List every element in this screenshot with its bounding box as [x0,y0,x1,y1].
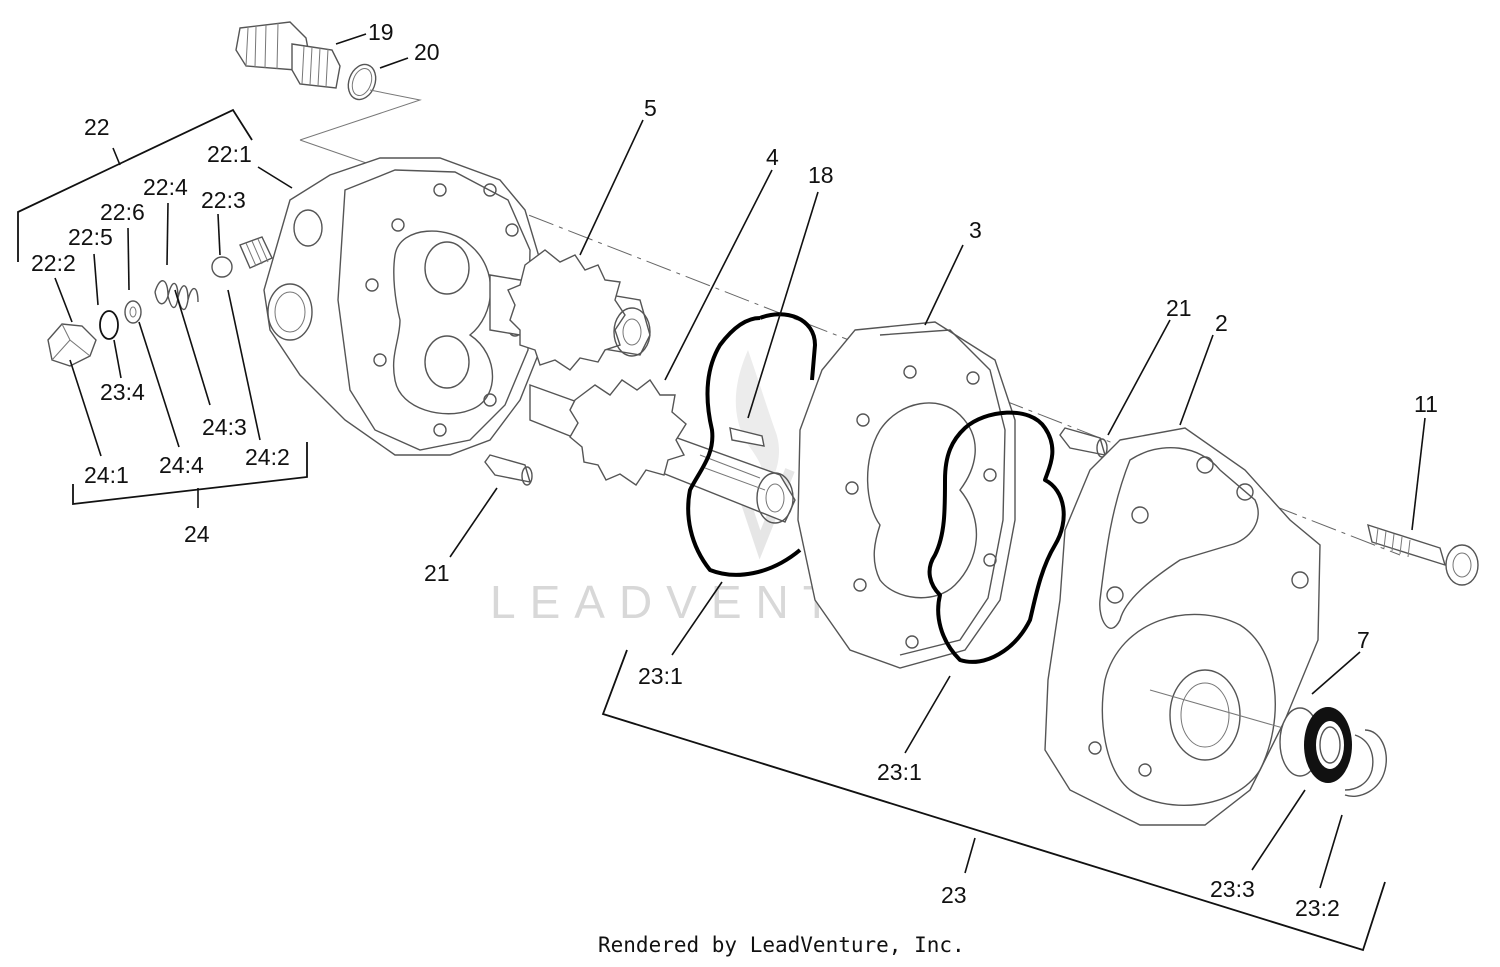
label-23-4: 23:4 [100,379,145,405]
shaft-seal-7 [1279,707,1352,783]
label-23: 23 [941,882,967,908]
label-22-4: 22:4 [143,174,188,200]
label-11: 11 [1414,391,1438,417]
label-7: 7 [1357,627,1370,653]
label-21-left: 21 [424,560,450,586]
label-19: 19 [368,19,394,45]
label-22: 22 [84,114,110,140]
label-24-3: 24:3 [202,414,247,440]
label-5: 5 [644,95,657,121]
label-24-2: 24:2 [245,444,290,470]
gear-body-3 [797,321,1016,669]
footer-credit: Rendered by LeadVenture, Inc. [598,933,965,957]
label-23-3: 23:3 [1210,876,1255,902]
bracket-22 [17,108,253,262]
bolt-11 [1367,523,1479,586]
label-22-2: 22:2 [31,250,76,276]
front-cover-2 [1044,427,1321,826]
bracket-23 [601,649,1386,952]
label-20: 20 [414,39,440,65]
label-23-2: 23:2 [1295,895,1340,921]
label-23-1-right: 23:1 [877,759,922,785]
label-4: 4 [766,144,779,170]
label-3: 3 [969,217,982,243]
label-22-5: 22:5 [68,224,113,250]
gasket-23-1-left [686,312,817,577]
key-18 [729,427,765,447]
spring-22-4 [154,280,199,303]
relief-valve-parts [47,236,273,367]
driven-gear-4 [529,378,796,524]
retaining-ring-23-2 [1344,729,1387,797]
label-18: 18 [808,162,834,188]
o-ring-20 [347,63,377,101]
brackets [17,108,1386,952]
label-23-1-left: 23:1 [638,663,683,689]
label-24-1: 24:1 [84,462,129,488]
label-21-right: 21 [1166,295,1192,321]
fitting-19 [235,21,341,89]
label-2: 2 [1215,310,1228,336]
label-24-4: 24:4 [159,452,204,478]
leader-lines [54,33,1426,889]
valve-plug-22-3 [239,236,273,269]
dowel-pin-21-left [484,454,533,486]
gasket-23-1-right [927,410,1066,664]
label-24: 24 [184,521,210,547]
hex-plug-22-2 [47,323,97,367]
part-labels: 19 20 22 22:1 22:4 22:3 22:6 22:5 22:2 2… [31,19,1438,921]
bracket-24 [72,442,308,506]
label-22-6: 22:6 [100,199,145,225]
dowel-pin-21-right [1059,427,1108,458]
label-22-1: 22:1 [207,141,252,167]
washer-22-6 [124,300,142,324]
pump-housing-22-1 [263,157,541,456]
o-ring-22-5 [99,310,119,340]
drive-gear-5 [489,249,651,371]
label-22-3: 22:3 [201,187,246,213]
ball-24-2 [211,256,233,278]
